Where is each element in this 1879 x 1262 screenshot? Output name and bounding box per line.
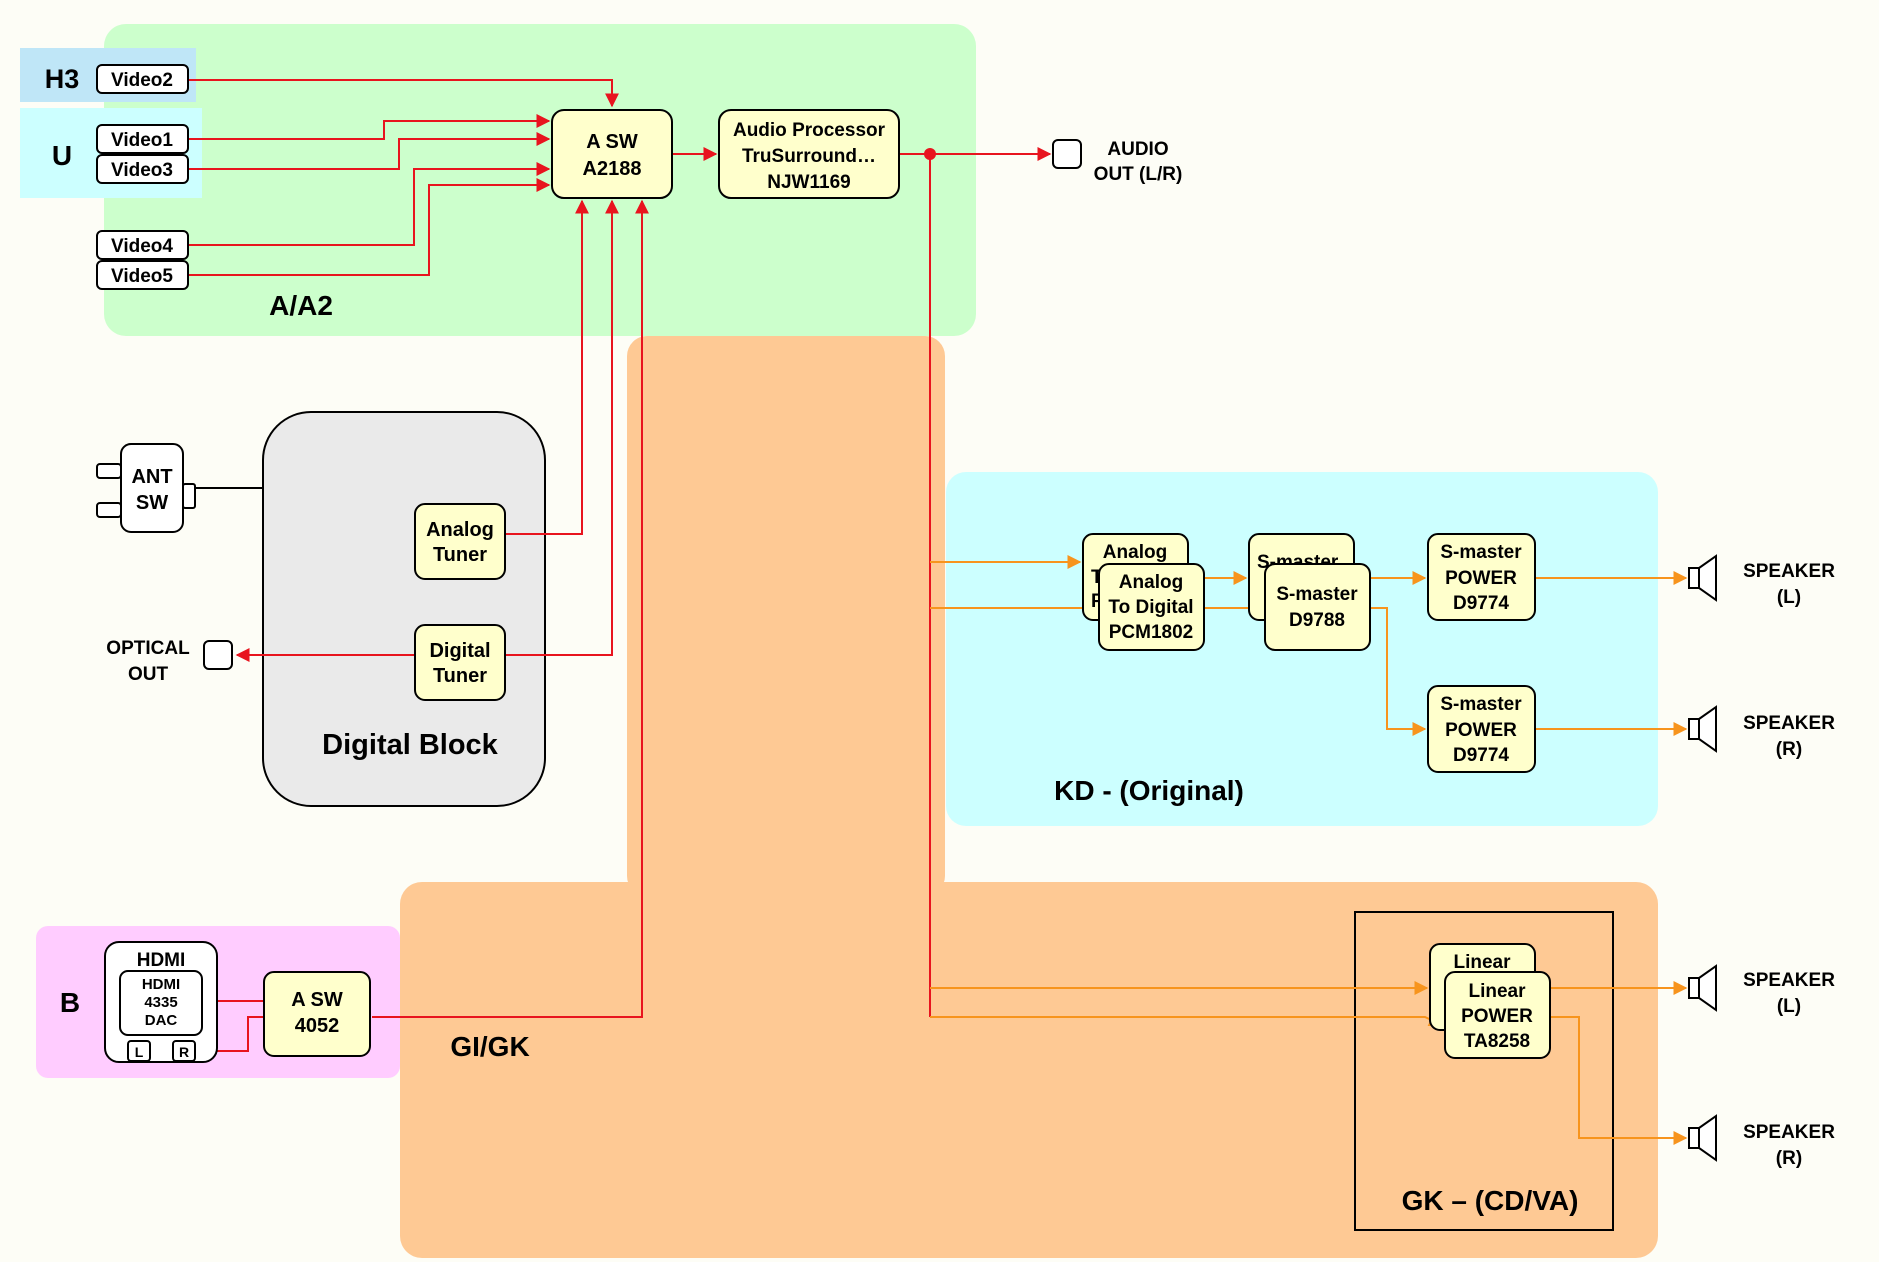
svg-text:4335: 4335 [144,994,177,1011]
label-b: B [60,987,80,1018]
speaker-gk-l: SPEAKER (L) [1688,964,1835,1017]
speaker-kd-r: SPEAKER (R) [1688,705,1835,760]
optical-out-jack [203,640,233,670]
svg-text:S-master: S-master [1440,694,1522,715]
svg-text:(L): (L) [1777,996,1801,1017]
svg-text:R: R [179,1044,189,1060]
svg-text:Analog: Analog [426,519,494,541]
analog-tuner: Analog Tuner [414,503,506,580]
junction-dot [924,148,936,160]
speaker-gk-r: SPEAKER (R) [1688,1114,1835,1169]
label-h3: H3 [45,64,80,94]
s-master-d9788: S-master D9788 [1264,563,1371,651]
label-gk: GK – (CD/VA) [1402,1185,1579,1216]
svg-text:Video5: Video5 [111,266,173,287]
svg-text:Digital: Digital [429,640,490,662]
svg-text:SW: SW [136,492,168,514]
label-u: U [52,140,72,171]
region-gk-frame [1354,911,1614,1231]
svg-text:A SW: A SW [586,131,638,153]
svg-text:(R): (R) [1776,1148,1802,1169]
audio-out-label: AUDIO [1107,139,1168,160]
svg-text:SPEAKER: SPEAKER [1743,1122,1835,1143]
label-kd: KD - (Original) [1054,775,1244,806]
input-video2: Video2 [96,64,189,94]
svg-text:TA8258: TA8258 [1464,1031,1530,1052]
svg-text:S-master: S-master [1440,542,1522,563]
audio-out-jack [1052,139,1082,169]
asw-a2188-chip: A SW A2188 [551,109,673,199]
svg-text:PCM1802: PCM1802 [1109,622,1194,643]
svg-text:L: L [135,1044,144,1060]
red-signal-lines [188,79,1052,1052]
svg-text:4052: 4052 [295,1015,340,1037]
adc-pcm1802: Analog To Digital PCM1802 [1098,563,1205,651]
svg-text:Linear: Linear [1468,981,1526,1002]
svg-text:Tuner: Tuner [433,665,487,687]
svg-text:SPEAKER: SPEAKER [1743,561,1835,582]
svg-text:Audio Processor: Audio Processor [733,120,886,141]
svg-text:POWER: POWER [1445,720,1517,741]
input-video1: Video1 [96,124,189,154]
label-aa2: A/A2 [269,290,333,321]
svg-text:POWER: POWER [1445,568,1517,589]
hdmi-receiver: HDMI HDMI 4335 DAC L R [104,941,218,1063]
svg-text:SPEAKER: SPEAKER [1743,970,1835,991]
svg-text:HDMI: HDMI [137,950,186,971]
svg-text:A SW: A SW [291,989,343,1011]
svg-text:D9774: D9774 [1453,745,1509,766]
svg-text:To Digital: To Digital [1108,597,1193,618]
ant-sw: ANT SW [96,443,263,533]
label-gigk: GI/GK [450,1031,529,1062]
svg-text:(R): (R) [1776,739,1802,760]
svg-text:POWER: POWER [1461,1006,1533,1027]
region-gigk [400,336,1658,1258]
digital-tuner: Digital Tuner [414,624,506,701]
svg-text:Analog: Analog [1103,542,1167,563]
svg-text:D9774: D9774 [1453,593,1509,614]
input-video5: Video5 [96,260,189,290]
s-master-power-r: S-master POWER D9774 [1427,685,1536,773]
svg-text:DAC: DAC [145,1012,178,1029]
svg-text:ANT: ANT [131,466,172,488]
svg-text:Video3: Video3 [111,160,173,181]
optical-out-label-2: OUT [128,664,169,685]
audio-out-label-2: OUT (L/R) [1094,164,1183,185]
svg-text:D9788: D9788 [1289,610,1345,631]
audio-processor-chip: Audio Processor TruSurround… NJW1169 [718,109,900,199]
svg-text:TruSurround…: TruSurround… [742,146,876,167]
svg-text:S-master: S-master [1276,584,1358,605]
svg-text:Linear: Linear [1453,952,1511,973]
svg-text:Tuner: Tuner [433,544,487,566]
input-video4: Video4 [96,230,189,260]
input-video3: Video3 [96,154,189,184]
svg-text:A2188: A2188 [583,158,642,180]
svg-text:Analog: Analog [1119,572,1183,593]
svg-text:NJW1169: NJW1169 [767,172,850,193]
svg-text:Video2: Video2 [111,70,173,91]
orange-signal-lines [930,555,1688,1145]
asw-4052-chip: A SW 4052 [263,971,371,1057]
speaker-kd-l: SPEAKER (L) [1688,554,1835,608]
s-master-power-l: S-master POWER D9774 [1427,533,1536,621]
svg-text:Video1: Video1 [111,130,173,151]
label-digital-block: Digital Block [322,729,499,761]
svg-text:SPEAKER: SPEAKER [1743,713,1835,734]
svg-text:(L): (L) [1777,587,1801,608]
linear-power-ta8258: Linear POWER TA8258 [1444,971,1551,1059]
svg-text:Video4: Video4 [111,236,173,257]
optical-out-label: OPTICAL [106,638,190,659]
svg-text:HDMI: HDMI [142,976,180,993]
